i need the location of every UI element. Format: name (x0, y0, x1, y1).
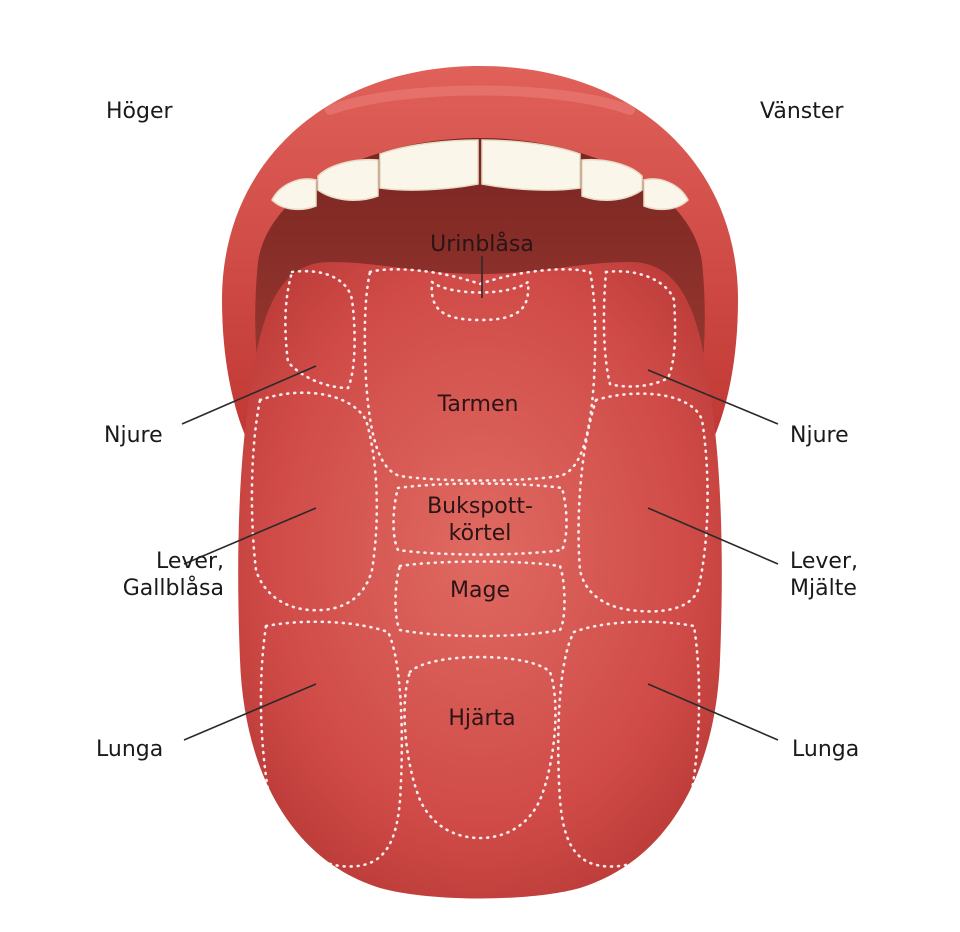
leader-right-lung (183, 683, 317, 741)
label-left-liver: Lever, Mjälte (790, 548, 858, 602)
leader-left-liver (647, 507, 779, 565)
label-pancreas-line-2: körtel (448, 521, 512, 546)
leader-right-kidney (181, 365, 317, 425)
label-left-liver-line-2: Mjälte (790, 576, 857, 601)
label-right-kidney: Njure (104, 423, 163, 448)
leader-right-liver (183, 507, 317, 565)
label-right-liver: Lever, Gallblåsa (96, 548, 224, 602)
lip-highlight (325, 85, 635, 115)
label-right-liver-line-2: Gallblåsa (122, 576, 224, 601)
label-intestine: Tarmen (437, 392, 519, 417)
label-left-liver-line-1: Lever, (790, 549, 858, 574)
right-side-heading: Höger (106, 99, 173, 124)
label-stomach: Mage (450, 578, 510, 603)
label-bladder: Urinblåsa (430, 232, 534, 257)
leader-left-lung (647, 683, 779, 741)
teeth (271, 139, 689, 211)
left-side-heading: Vänster (760, 99, 844, 124)
label-left-lung: Lunga (792, 737, 860, 762)
leader-lines (181, 256, 779, 741)
tongue-body (238, 262, 722, 899)
leader-left-kidney (647, 369, 779, 425)
zone-outlines (250, 268, 709, 868)
label-heart: Hjärta (448, 706, 516, 731)
label-pancreas: Bukspott- körtel (427, 493, 533, 547)
label-right-lung: Lunga (96, 737, 164, 762)
label-right-liver-line-1: Lever, (156, 549, 224, 574)
label-pancreas-line-1: Bukspott- (427, 494, 533, 519)
label-left-kidney: Njure (790, 423, 849, 448)
